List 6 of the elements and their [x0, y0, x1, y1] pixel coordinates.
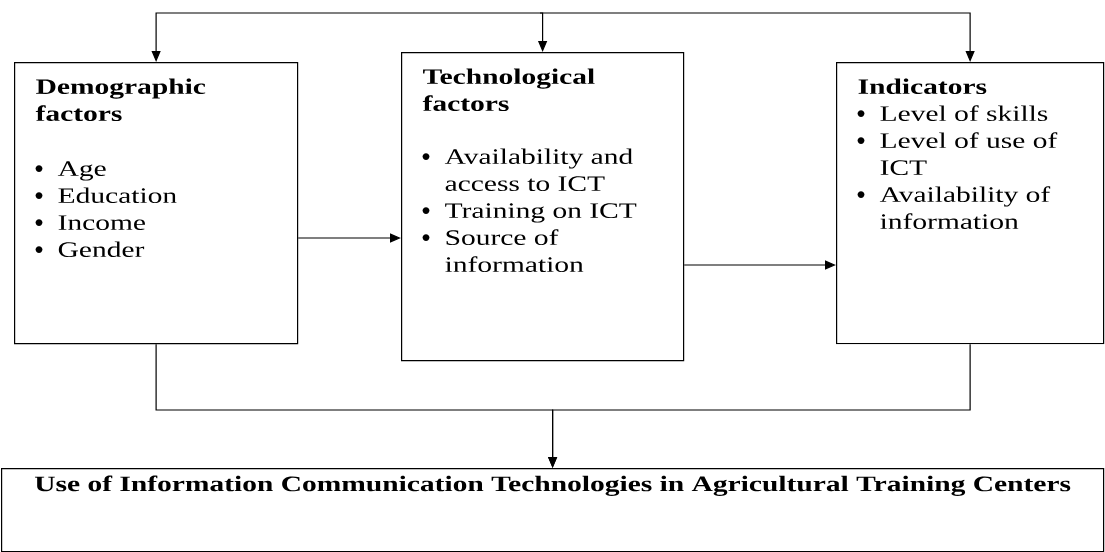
outcome-box: Use of Information Communication Technologies in Agricultural Training Centers: [1, 468, 1105, 552]
factor-box: Demographic factors Age Education Income Gender: [14, 62, 299, 345]
factor-box: Technological factors Availability and access to ICT Training on ICT Source of information: [401, 52, 685, 362]
arrow: [683, 260, 836, 270]
factor-box: Indicators Level of skills Level of use of ICT Availability of information: [836, 62, 1105, 345]
arrow: [297, 233, 401, 243]
